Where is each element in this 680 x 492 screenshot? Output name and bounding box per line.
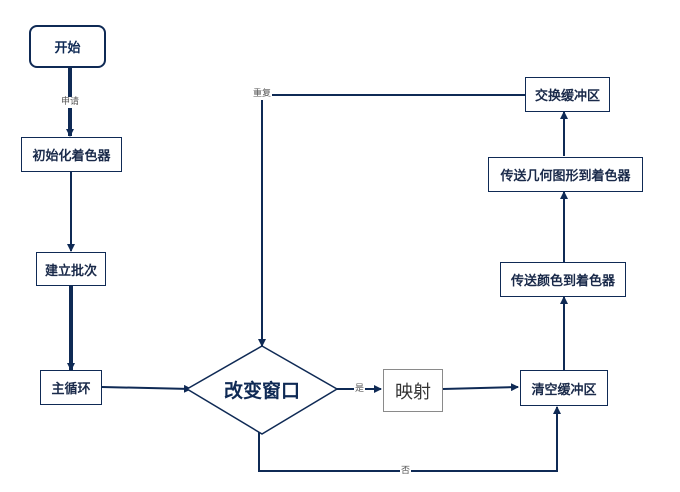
resize-window-label: 改变窗口: [223, 379, 300, 402]
create-batch-node: 建立批次: [36, 252, 106, 286]
edge-mapping-clear: [442, 383, 519, 392]
mapping-node: 映射: [383, 369, 443, 412]
main-loop-node: 主循环: [40, 370, 102, 405]
edge-swap-diamond-repeat: [258, 94, 525, 347]
start-node: 开始: [29, 25, 106, 68]
clear-buffer-node: 清空缓冲区: [520, 370, 608, 406]
edge-label-yes: 是: [354, 384, 366, 395]
edge-loop-diamond: [101, 384, 192, 393]
edge-label-request: 申请: [60, 97, 81, 108]
send-color-node: 传送颜色到着色器: [500, 262, 626, 297]
edge-label-repeat: 重复: [252, 89, 273, 100]
init-shader-node: 初始化着色器: [21, 137, 122, 172]
swap-buffer-node: 交换缓冲区: [525, 77, 610, 112]
send-geometry-node: 传送几何图形到着色器: [488, 157, 643, 192]
edge-label-no: 否: [400, 466, 412, 477]
decision-diamond: [185, 345, 339, 435]
edge-diamond-clear-no: [258, 406, 561, 472]
